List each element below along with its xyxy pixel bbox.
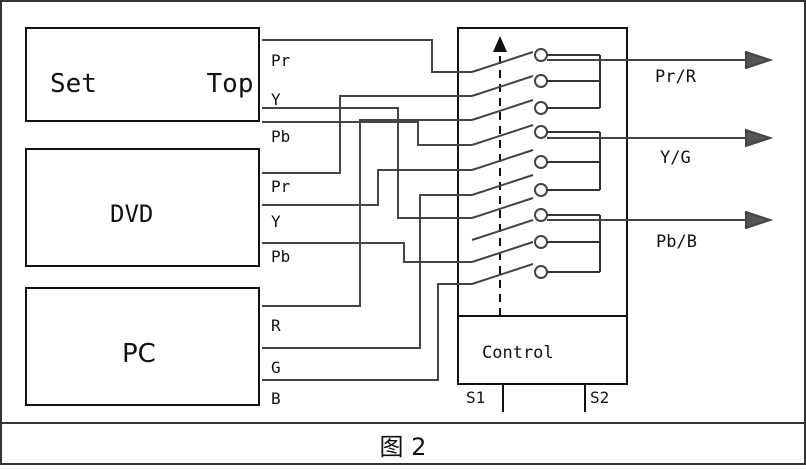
wire-pc-b (262, 283, 472, 381)
switch-blade-10 (471, 263, 534, 285)
actuator-arrowhead (493, 36, 507, 52)
output-arrow-y-head (745, 128, 774, 148)
switch-contacts (471, 51, 534, 285)
output-pr-label: Pr/R (655, 67, 697, 87)
wire-pc-r (262, 119, 472, 307)
terminal-4 (534, 125, 548, 139)
switch-blade-9 (471, 241, 534, 263)
set-top-box (25, 27, 260, 122)
wire-pc-g (262, 194, 472, 349)
switch-box (457, 27, 628, 385)
dvd-label: DVD (110, 200, 153, 228)
output-arrow-pb-head (745, 210, 774, 230)
terminal-1 (534, 48, 548, 62)
pc-label: PC (122, 339, 156, 369)
switch-blade-6 (471, 174, 534, 196)
terminal-8 (534, 235, 548, 249)
figure-caption: 图 2 (380, 433, 427, 461)
dvd-pr-label: Pr (271, 177, 291, 196)
s1-label: S1 (466, 388, 485, 407)
dvd-pb-label: Pb (271, 247, 290, 266)
output-arrows (547, 50, 774, 230)
wire-set-top-pr (262, 39, 472, 73)
switch-blade-4 (471, 124, 534, 146)
switch-terminals (534, 48, 548, 279)
switch-blade-3 (471, 99, 534, 121)
wire-dvd-y (262, 169, 472, 206)
pc-box (25, 287, 260, 406)
switch-blade-1 (471, 51, 534, 73)
terminal-9 (534, 265, 548, 279)
pc-r-label: R (271, 316, 281, 335)
wire-dvd-pb (262, 242, 472, 263)
s2-label: S2 (590, 388, 609, 407)
output-pb-label: Pb/B (656, 232, 697, 252)
dvd-box (25, 148, 260, 267)
terminal-6 (534, 183, 548, 197)
switch-blade-5 (471, 149, 534, 171)
pc-b-label: B (271, 389, 281, 408)
terminal-3 (534, 101, 548, 115)
switch-blade-8 (471, 219, 534, 241)
set-top-label: Set Top (50, 69, 254, 99)
switch-blade-2 (471, 75, 534, 97)
set-top-y-label: Y (271, 90, 281, 109)
control-label: Control (482, 343, 554, 363)
wire-set-top-y (262, 107, 472, 219)
set-top-pr-label: Pr (271, 51, 291, 70)
dvd-y-label: Y (271, 212, 281, 231)
output-bus (547, 54, 601, 273)
output-arrow-pr-head (745, 50, 774, 70)
input-wires (262, 39, 472, 381)
pc-g-label: G (271, 358, 281, 377)
wire-dvd-pr (262, 95, 472, 174)
terminal-5 (534, 155, 548, 169)
terminal-7 (534, 208, 548, 222)
set-top-pb-label: Pb (271, 127, 290, 146)
switch-blade-7 (471, 197, 534, 219)
terminal-2 (534, 74, 548, 88)
output-y-label: Y/G (660, 148, 691, 168)
